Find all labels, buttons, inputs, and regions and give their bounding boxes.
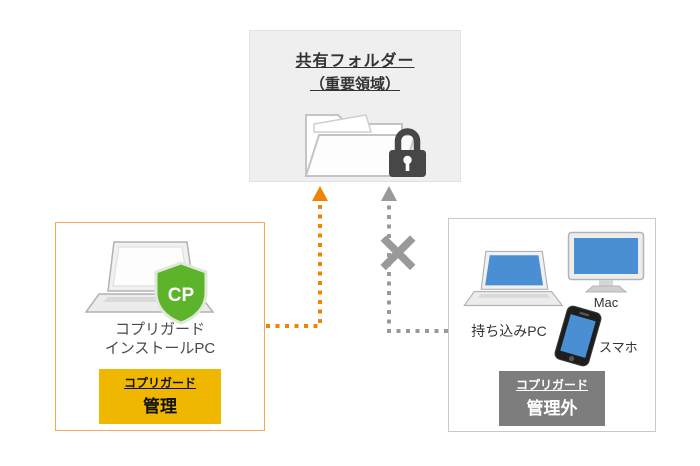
managed-pc-label: コプリガード インストールPC: [56, 321, 264, 359]
allowed-arrow: [266, 186, 328, 328]
unmanaged-badge: コプリガード 管理外: [499, 371, 605, 426]
shared-folder-box: 共有フォルダー （重要領域）: [249, 30, 461, 182]
unmanaged-badge-product: コプリガード: [515, 378, 588, 392]
managed-badge: コプリガード 管理: [99, 369, 221, 424]
byod-laptop-label: 持ち込みPC: [471, 323, 547, 339]
smartphone-icon: [554, 305, 602, 367]
blocked-x-mark: ×: [377, 213, 419, 291]
managed-laptop-icon: CP: [74, 239, 224, 329]
shield-cp-icon: CP: [154, 261, 208, 325]
smartphone-label: スマホ: [599, 340, 638, 355]
managed-pc-label-line2: インストールPC: [104, 339, 216, 357]
managed-badge-product: コプリガード: [123, 376, 196, 390]
mac-monitor-icon: [567, 231, 645, 293]
mac-label: Mac: [593, 295, 619, 310]
lock-icon: [389, 128, 426, 177]
byod-laptop-icon: [463, 250, 564, 307]
managed-badge-status: 管理: [143, 397, 177, 416]
managed-pc-label-line1: コプリガード: [114, 321, 205, 338]
managed-pc-box: CP コプリガード インストールPC コプリガード 管理: [55, 222, 265, 431]
shared-folder-subtitle: （重要領域）: [309, 76, 400, 93]
locked-folder-icon: [298, 103, 426, 179]
shared-folder-title: 共有フォルダー: [295, 53, 415, 70]
unmanaged-badge-status: 管理外: [526, 399, 578, 418]
unmanaged-devices-box: Mac スマホ 持ち込みPC コプリガード 管理外: [448, 218, 656, 432]
shield-text: CP: [168, 285, 195, 306]
